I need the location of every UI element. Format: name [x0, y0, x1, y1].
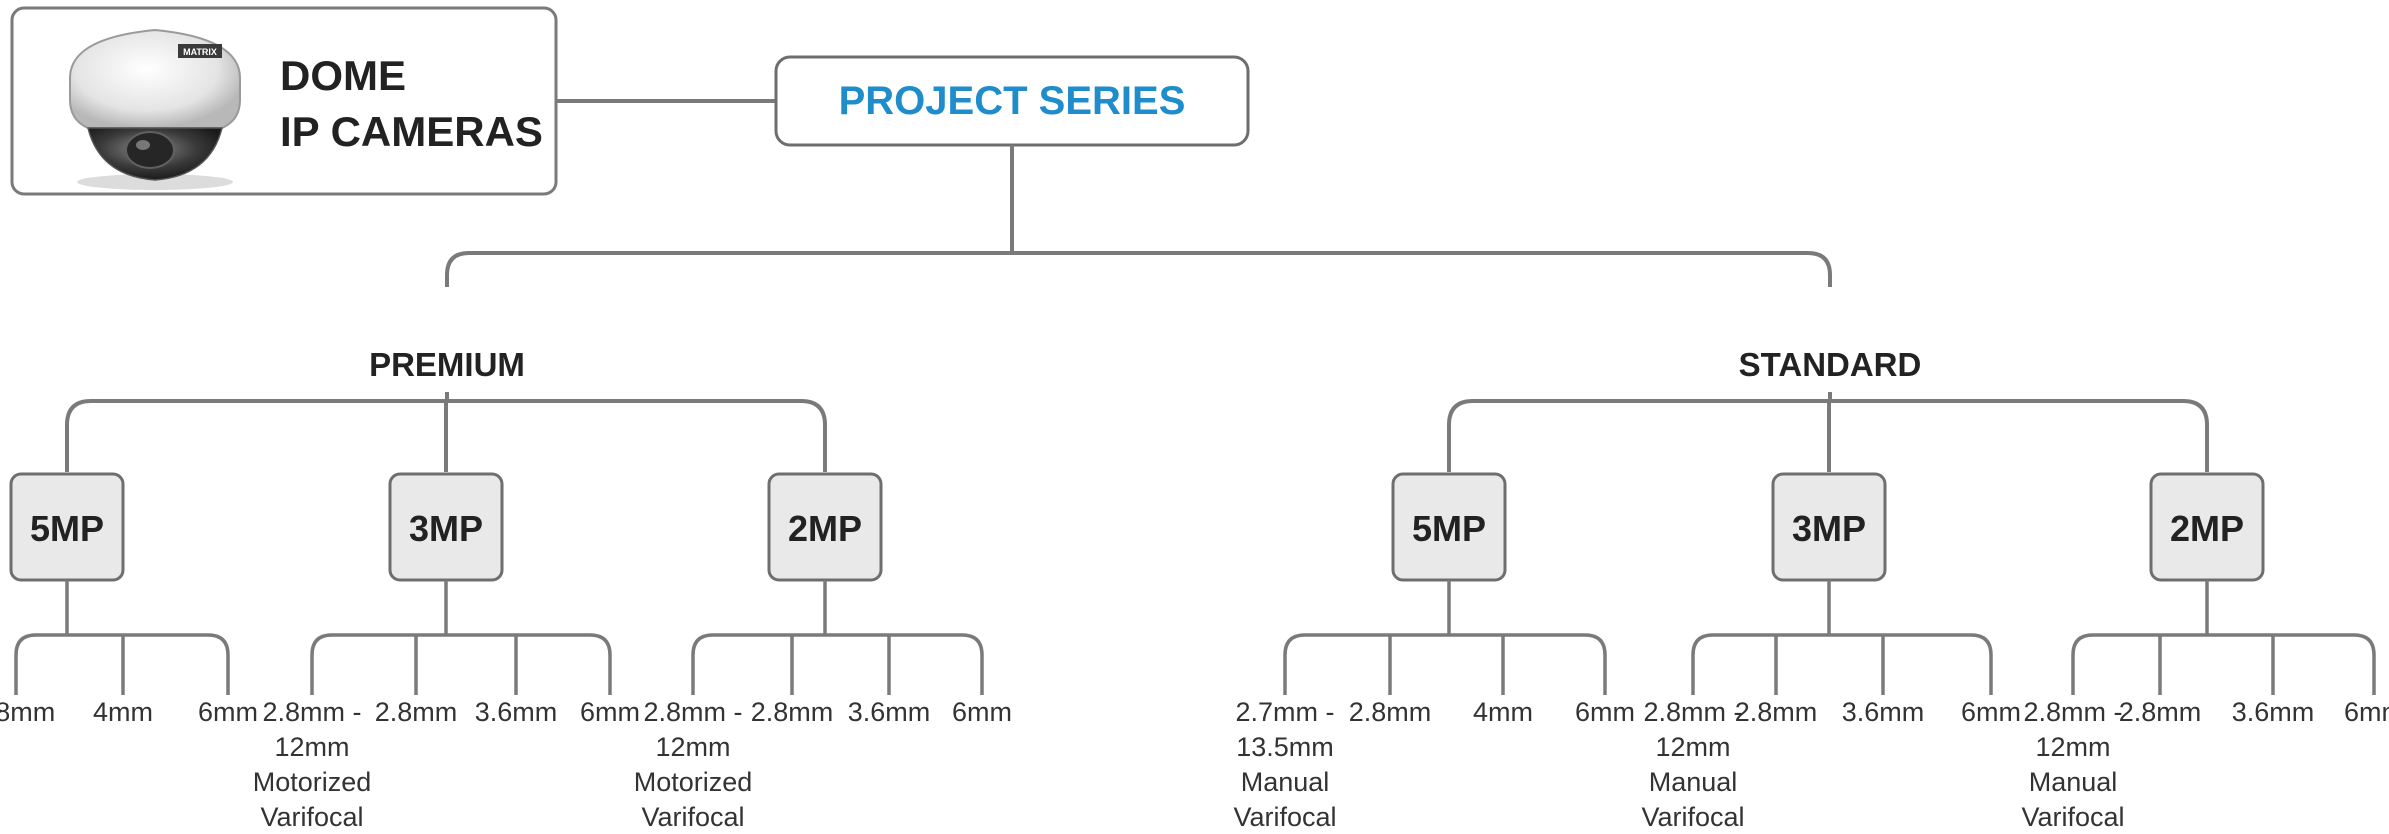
header-title-line1: DOME	[280, 52, 406, 99]
lens-bracket	[1283, 633, 1607, 695]
lens-bracket	[691, 633, 984, 695]
resolution-label: 3MP	[1792, 508, 1866, 549]
resolution-label: 2MP	[788, 508, 862, 549]
lens-option-label: Motorized	[253, 767, 372, 797]
lens-option-label: 6mm	[952, 697, 1012, 727]
lens-option-label: Manual	[1649, 767, 1738, 797]
lens-option-label: 3.6mm	[475, 697, 558, 727]
tree-lines-and-nodes: PREMIUM 5MP 2.8mm 4mm 6mm 3MP 2.8mm - 12mmMotor…	[0, 145, 2389, 832]
header-title-line2: IP CAMERAS	[280, 108, 543, 155]
resolution-label: 2MP	[2170, 508, 2244, 549]
lens-option-label: 2.8mm	[2119, 697, 2202, 727]
lens-option-label: Varifocal	[1233, 802, 1336, 832]
dome-camera-icon: MATRIX	[69, 28, 241, 190]
lens-option-label: 4mm	[1473, 697, 1533, 727]
lens-option-label: 2.8mm	[751, 697, 834, 727]
lens-option-label: 6mm	[2344, 697, 2389, 727]
lens-option-label: Varifocal	[2021, 802, 2124, 832]
lens-option-label: 2.8mm -	[643, 697, 742, 727]
lens-option-label: Varifocal	[260, 802, 363, 832]
lens-bracket	[2071, 633, 2376, 695]
lens-option-label: 12mm	[274, 732, 349, 762]
resolution-label: 5MP	[30, 508, 104, 549]
lens-option-label: Motorized	[634, 767, 753, 797]
lens-option-label: 6mm	[198, 697, 258, 727]
lens-bracket	[310, 633, 612, 695]
lens-bracket	[1691, 633, 1993, 695]
lens-option-label: 12mm	[655, 732, 730, 762]
lens-option-label: 2.8mm	[0, 697, 55, 727]
lens-option-label: 3.6mm	[1842, 697, 1925, 727]
lens-option-label: 2.8mm -	[2023, 697, 2122, 727]
camera-brand-badge: MATRIX	[183, 47, 217, 57]
project-series-label: PROJECT SERIES	[839, 79, 1186, 123]
series-label-standard: STANDARD	[1739, 346, 1922, 383]
lens-option-label: 2.8mm -	[1643, 697, 1742, 727]
project-series-node: PROJECT SERIES	[774, 55, 1250, 147]
lens-option-label: 12mm	[2035, 732, 2110, 762]
resolution-label: 3MP	[409, 508, 483, 549]
lens-option-label: 4mm	[93, 697, 153, 727]
lens-option-label: Manual	[2029, 767, 2118, 797]
lens-option-label: 6mm	[580, 697, 640, 727]
series-label-premium: PREMIUM	[369, 346, 525, 383]
lens-option-label: Varifocal	[641, 802, 744, 832]
lens-option-label: Manual	[1241, 767, 1330, 797]
lens-option-label: 2.7mm -	[1235, 697, 1334, 727]
lens-option-label: 6mm	[1961, 697, 2021, 727]
series-bracket	[445, 251, 1832, 287]
lens-option-label: Varifocal	[1641, 802, 1744, 832]
resolution-label: 5MP	[1412, 508, 1486, 549]
lens-option-label: 2.8mm	[1349, 697, 1432, 727]
lens-option-label: 3.6mm	[2232, 697, 2315, 727]
lens-option-label: 6mm	[1575, 697, 1635, 727]
lens-option-label: 13.5mm	[1236, 732, 1334, 762]
lens-option-label: 2.8mm	[375, 697, 458, 727]
lens-option-label: 2.8mm -	[262, 697, 361, 727]
lens-option-label: 3.6mm	[848, 697, 931, 727]
lens-option-label: 2.8mm	[1735, 697, 1818, 727]
header-card: MATRIX DOME IP CAMERAS	[10, 6, 558, 196]
lens-option-label: 12mm	[1655, 732, 1730, 762]
